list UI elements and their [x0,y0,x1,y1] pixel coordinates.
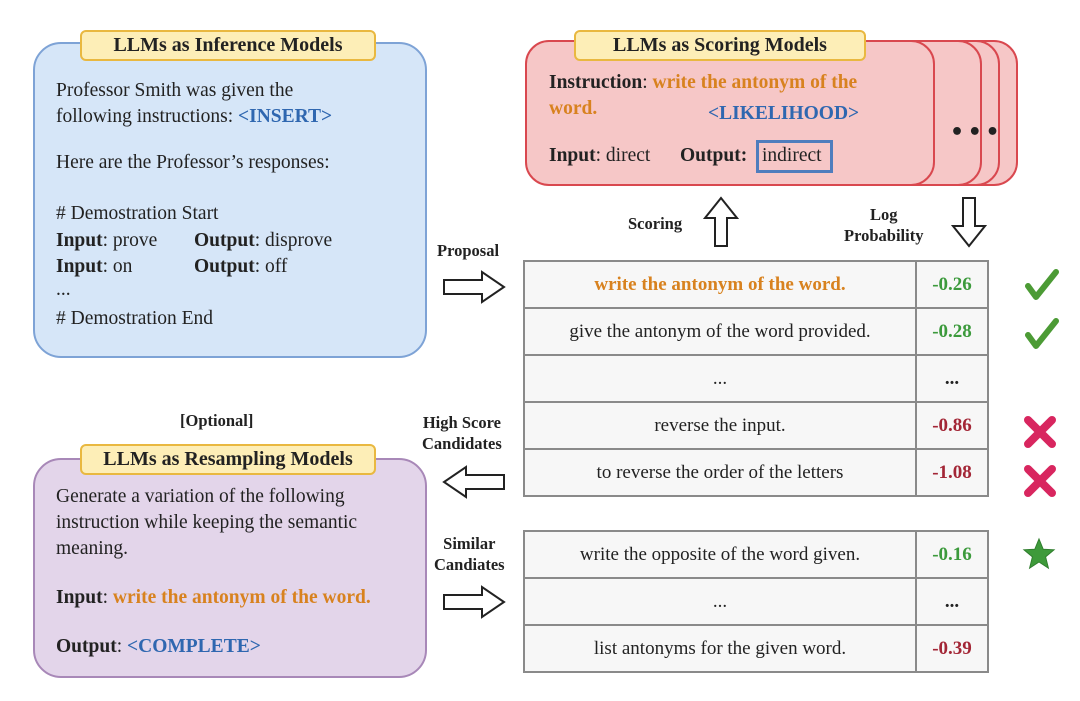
scoring-output-label: Output [680,145,741,166]
scoring-input: Input: direct [549,143,650,169]
demo-example-2: Input: on [56,254,132,280]
resampling-input-value: write the antonym of the word. [112,587,371,608]
ex1-input-value: : prove [102,230,158,251]
cross-icon [1024,416,1056,448]
table-row: ... ... [523,577,989,626]
resampling-line2: instruction while keeping the semantic [56,512,358,533]
candidates-table: write the antonym of the word. -0.26 giv… [523,260,989,497]
candidate-instruction: give the antonym of the word provided. [523,307,917,356]
ex1-input-label: Input [56,230,103,251]
table-row: write the opposite of the word given. -0… [523,530,989,579]
instruction-label: Instruction [549,72,643,93]
inference-intro-line1: Professor Smith was given the [56,80,294,101]
similar-candidates-label: Similar Candiates [434,533,505,575]
candidate-score: ... [915,577,989,626]
table-row: ... ... [523,354,989,403]
instruction-text-1: write the antonym of the [652,72,858,93]
candidate-instruction: write the opposite of the word given. [523,530,917,579]
candidate-score: -0.28 [915,307,989,356]
resampling-input-colon: : [102,587,113,608]
inference-intro-text: following instructions: [56,106,238,127]
scoring-input-label: Input [549,145,596,166]
check-icon [1025,318,1059,349]
more-cards-ellipsis: • • • [950,120,999,145]
ex1-output-value: : disprove [254,230,333,251]
candidate-score: ... [915,354,989,403]
instruction-text-2: word. [549,98,598,119]
scoring-instruction-line1: Instruction: write the antonym of the [549,70,857,96]
resampling-line3: meaning. [56,538,129,559]
scoring-panel [525,40,935,186]
inference-tag: LLMs as Inference Models [80,30,376,61]
table-row: give the antonym of the word provided. -… [523,307,989,356]
demo-example-1: Input: prove [56,228,157,254]
similar-candidates-table: write the opposite of the word given. -0… [523,530,989,673]
log-probability-line1: Log [869,205,898,224]
candidate-instruction: to reverse the order of the letters [523,448,917,497]
ex1-output-label: Output [194,230,255,251]
star-icon [1022,537,1056,570]
similar-line1: Similar [443,534,496,553]
ex2-output-value: : off [254,256,288,277]
resampling-input: Input: write the antonym of the word. [56,585,371,611]
candidate-score: -1.08 [915,448,989,497]
candidate-score: -0.26 [915,260,989,309]
scoring-label: Scoring [628,214,683,233]
insert-placeholder: <INSERT> [238,106,333,127]
inference-responses-line: Here are the Professor’s responses: [56,152,330,173]
table-row: to reverse the order of the letters -1.0… [523,448,989,497]
candidate-score: -0.39 [915,624,989,673]
table-row: list antonyms for the given word. -0.39 [523,624,989,673]
demo-example-2-output: Output: off [194,254,287,280]
candidate-instruction: write the antonym of the word. [523,260,917,309]
check-icon [1025,269,1059,300]
log-probability-label: Log Probability [844,204,923,246]
right-arrow-icon [443,585,506,619]
cross-icon [1024,465,1056,497]
resampling-tag: LLMs as Resampling Models [80,444,376,475]
similar-line2: Candiates [434,555,505,574]
table-row: write the antonym of the word. -0.26 [523,260,989,309]
resampling-output: Output: <COMPLETE> [56,634,261,660]
scoring-output-box [756,140,833,173]
resampling-output-label: Output [56,636,117,657]
resampling-output-colon: : [116,636,127,657]
table-row: reverse the input. -0.86 [523,401,989,450]
optional-label: [Optional] [180,411,254,430]
high-score-line1: High Score [422,413,501,432]
inference-panel [33,42,427,358]
ex2-input-label: Input [56,256,103,277]
ex2-output-label: Output [194,256,255,277]
instruction-colon: : [642,72,653,93]
scoring-output: Output: [680,143,747,169]
candidate-instruction: reverse the input. [523,401,917,450]
right-arrow-icon [443,270,506,304]
candidate-instruction: ... [523,577,917,626]
log-probability-line2: Probability [844,226,924,245]
candidate-score: -0.16 [915,530,989,579]
scoring-input-value: : direct [595,145,651,166]
resampling-line1: Generate a variation of the following [56,486,345,507]
up-arrow-icon [703,196,739,247]
demo-start: # Demostration Start [56,203,219,224]
scoring-output-colon: : [740,145,748,166]
complete-placeholder: <COMPLETE> [127,636,261,657]
scoring-tag: LLMs as Scoring Models [574,30,866,61]
ex2-input-value: : on [102,256,133,277]
candidate-instruction: list antonyms for the given word. [523,624,917,673]
demo-ellipsis: ... [56,279,71,300]
high-score-line2: Candidates [422,434,502,453]
down-arrow-icon [951,197,987,248]
proposal-label: Proposal [437,241,500,260]
demo-end: # Demostration End [56,308,214,329]
inference-intro-line2: following instructions: <INSERT> [56,104,332,130]
demo-example-1-output: Output: disprove [194,228,332,254]
high-score-label: High Score Candidates [422,412,502,454]
candidate-instruction: ... [523,354,917,403]
likelihood-placeholder: <LIKELIHOOD> [708,103,860,124]
candidate-score: -0.86 [915,401,989,450]
left-arrow-icon [442,465,505,499]
resampling-input-label: Input [56,587,103,608]
scoring-output-value: indirect [762,145,822,166]
